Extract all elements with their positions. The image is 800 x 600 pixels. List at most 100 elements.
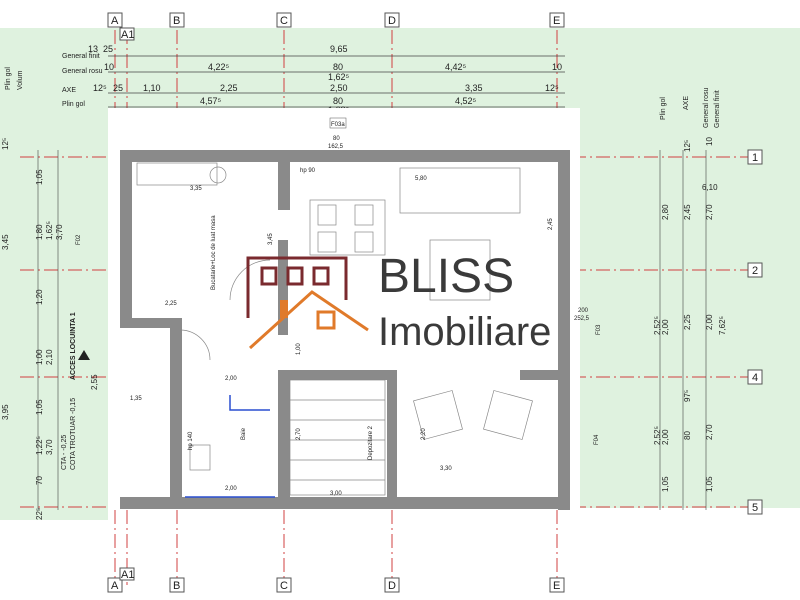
right-col-label-general-finit: General finit	[714, 90, 721, 128]
dim-row4-a: 4,57⁵	[200, 96, 222, 106]
axis-label-e-bottom: E	[553, 580, 560, 592]
label-plin-gol: Plin gol	[62, 101, 85, 108]
room-dim-345: 3,45	[268, 233, 274, 245]
left-access-text: ACCES LOCUINTA 1 COTA TROTUAR -0,15 CTA …	[61, 312, 90, 470]
tag-f02: F02	[76, 234, 82, 245]
room-dim-580: 5,80	[415, 176, 427, 182]
room-dim-245: 2,45	[548, 218, 554, 230]
right-dim-14: 2,70	[705, 424, 714, 440]
axis-label-1: 1	[752, 152, 758, 164]
right-dim-3: 2,80	[661, 204, 670, 220]
dim-row2-sub: 1,62⁵	[328, 72, 350, 82]
wall-right	[558, 150, 570, 510]
top-dimension-lines	[108, 55, 565, 108]
axis-bubbles-top: A A1 B C D E	[107, 12, 565, 41]
right-col-label-plin-gol: Plin gol	[660, 97, 667, 120]
axis-label-2: 2	[752, 265, 758, 277]
left-dimension-column: Plin gol Volum	[5, 67, 59, 510]
left-dim-14: 3,95	[1, 404, 10, 420]
right-dim-11: 97⁵	[683, 390, 692, 402]
dim-row2-a: 10	[104, 62, 114, 72]
wall-bottom	[120, 497, 570, 509]
room-dim-270: 2,70	[296, 428, 302, 440]
room-dim-200b: 2,00	[225, 376, 237, 382]
axis-bubbles-right: 1 2 4 5	[747, 149, 763, 515]
label-axe: AXE	[62, 87, 76, 94]
axis-label-c-bottom: C	[280, 580, 288, 592]
wall-right-stub	[520, 370, 570, 380]
sidewalk-level: COTA TROTUAR -0,15	[70, 398, 77, 470]
right-dim-13: 80	[683, 431, 692, 440]
left-dim-2: 1,80	[35, 224, 44, 240]
right-dimension-column: Plin gol AXE General rosu General finit	[659, 87, 721, 510]
dim-row3-d: 2,25	[220, 83, 238, 93]
right-dim-4: 2,45	[683, 204, 692, 220]
watermark-title: BLISS	[378, 250, 514, 303]
axis-label-d-bottom: D	[388, 580, 396, 592]
door-window-tags: F03a 80 162,5 F02 F04 F03 200 252,5	[76, 117, 602, 445]
dim-row2-d: 4,42⁵	[445, 62, 467, 72]
dim-row3-a: 12⁵	[93, 83, 107, 93]
watermark-subtitle: Imobiliare	[378, 310, 551, 354]
axis-label-5: 5	[752, 502, 758, 514]
right-col-label-general-rosu: General rosu	[703, 87, 710, 128]
cta-level: CTA - -0,25	[61, 435, 68, 470]
right-dim-1: 10	[705, 137, 714, 146]
wall-top	[120, 150, 570, 162]
plumbing-lines	[185, 395, 275, 498]
room-dim-135: 1,35	[130, 396, 142, 402]
left-dim-6: 1,20	[35, 289, 44, 305]
access-label: ACCES LOCUINTA 1	[70, 312, 77, 380]
tag-f03: F03	[596, 324, 602, 335]
right-dim-5: 2,70	[705, 204, 714, 220]
left-dim-7: 1,00	[35, 349, 44, 365]
dim-top-25: 25	[103, 44, 113, 54]
room-hp140: hp 140	[188, 431, 194, 450]
tag-f03a: F03a	[331, 122, 345, 128]
left-dimension-values: 12⁵ 1,05 1,80 1,62⁵ 3,70 3,45 1,20 1,00 …	[1, 138, 99, 520]
room-dim-300: 3,00	[330, 491, 342, 497]
right-dim-15: 2,52⁵	[653, 426, 662, 445]
wall-c-mid	[278, 240, 288, 335]
tag-80-top: 80	[333, 136, 340, 142]
dim-row3-b: 25	[113, 83, 123, 93]
dim-row2-c: 80	[333, 62, 343, 72]
right-dim-6: 2,00	[661, 319, 670, 335]
axis-label-a-bottom: A	[111, 580, 119, 592]
left-dim-0: 12⁵	[1, 138, 10, 150]
wall-mid-horizontal-c	[278, 370, 393, 380]
house-logo-icon	[246, 256, 369, 350]
room-hp90: hp 90	[300, 168, 316, 174]
left-dim-8: 2,10	[45, 349, 54, 365]
tag-1625-top: 162,5	[328, 144, 344, 150]
room-name-baie: Baie	[241, 427, 247, 440]
right-dim-9: 7,62⁵	[718, 316, 727, 335]
axis-label-d-top: D	[388, 15, 396, 27]
wall-left-lower	[170, 318, 182, 508]
axis-label-e-top: E	[553, 15, 560, 27]
tag-200: 200	[578, 308, 589, 314]
green-zone-bottom-strip	[0, 500, 108, 520]
right-dim-17: 1,05	[705, 476, 714, 492]
dim-row4-c: 4,52⁵	[455, 96, 477, 106]
left-col-label-plin-gol: Plin gol	[5, 67, 12, 90]
left-dim-9: 2,55	[90, 374, 99, 390]
wall-mid-horizontal-left	[120, 318, 180, 328]
right-dim-7: 2,25	[683, 314, 692, 330]
axis-label-c-top: C	[280, 15, 288, 27]
room-dim-335: 3,35	[190, 186, 202, 192]
tag-f04: F04	[594, 434, 600, 445]
right-dim-16: 1,05	[661, 476, 670, 492]
wall-d-lower	[387, 370, 397, 508]
label-general-finit: General finit	[62, 53, 100, 60]
left-col-label-volum: Volum	[17, 70, 24, 90]
dim-top-13: 13	[88, 44, 98, 54]
right-dim-10: 2,52⁵	[653, 316, 662, 335]
dim-row2-b: 4,22⁵	[208, 62, 230, 72]
wall-c-upper	[278, 150, 290, 210]
axis-label-4: 4	[752, 372, 758, 384]
walls	[120, 150, 570, 510]
left-dim-13: 70	[35, 476, 44, 485]
wall-c-lower	[278, 370, 290, 508]
